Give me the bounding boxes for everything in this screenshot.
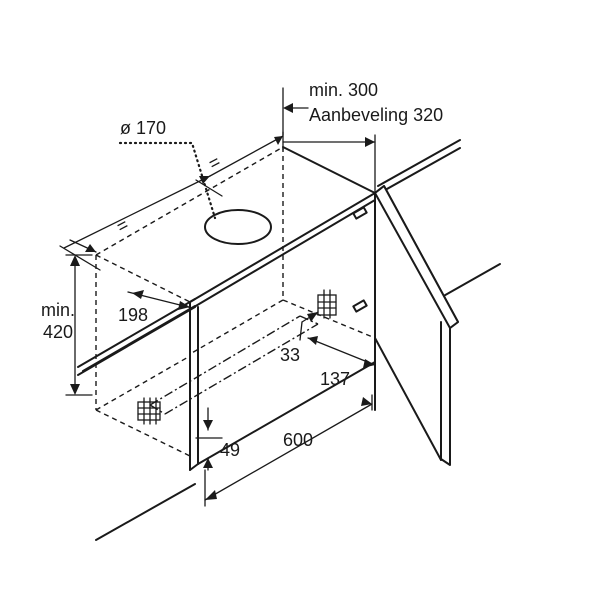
duct-opening — [204, 209, 272, 245]
diameter-170-label: ø 170 — [120, 118, 166, 138]
equal-left-label: = — [113, 214, 132, 237]
height-49-label: 49 — [220, 440, 240, 460]
cabinet-door — [352, 185, 459, 466]
min-label: min. — [41, 300, 75, 320]
offset-33-label: 33 — [280, 345, 300, 365]
hood-outline — [149, 315, 319, 415]
min-300-label: min. 300 — [309, 80, 378, 100]
bracket-front — [137, 397, 161, 425]
height-420-label: 420 — [43, 322, 73, 342]
depth-198-label: 198 — [118, 305, 148, 325]
cabinet-outline — [95, 146, 376, 457]
bracket-back — [317, 289, 337, 319]
diameter-leader — [118, 141, 217, 220]
dimension-lines — [59, 87, 376, 507]
offset-137-label: 137 — [320, 369, 350, 389]
width-600-label: 600 — [283, 430, 313, 450]
dimension-arrows — [70, 103, 375, 500]
wall-edges — [77, 139, 501, 541]
aanbeveling-320-label: Aanbeveling 320 — [309, 105, 443, 125]
